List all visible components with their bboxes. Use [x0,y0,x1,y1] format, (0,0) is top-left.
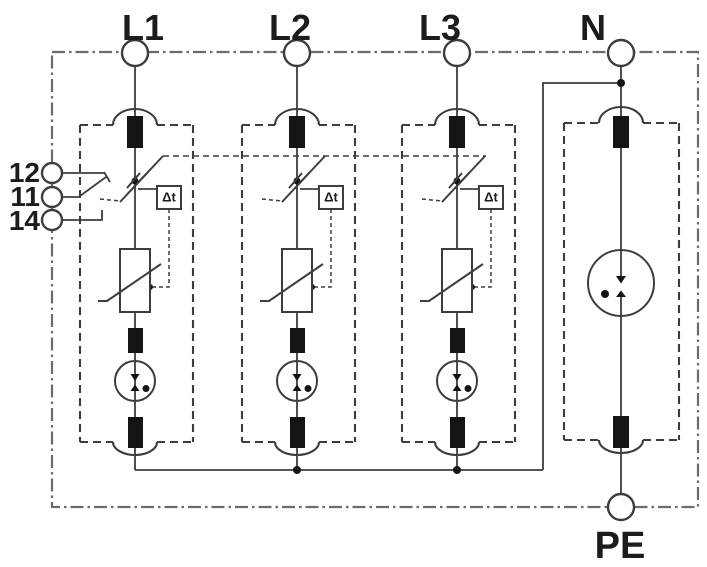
terminal-label-l2: L2 [269,7,311,48]
bus-junction-l2 [293,466,301,474]
terminal-pe [606,492,636,522]
contact-blade [79,176,107,197]
protection-module-l1 [78,64,195,472]
terminal-label-14: 14 [9,205,41,236]
contact-14-line [62,210,103,221]
terminal-l3 [442,38,472,68]
spark-gap-electrode-up [616,290,626,297]
terminal-label-n: N [580,7,606,48]
terminal-11 [40,185,64,209]
terminal-label-12: 12 [9,157,40,188]
terminal-label-11: 11 [10,181,40,212]
terminal-label-pe: PE [595,525,646,567]
terminal-n [606,38,636,68]
spark-gap-electrode-down [616,276,626,284]
remote-signalling-contact [62,171,111,221]
protection-module-l2 [240,64,357,472]
device-boundary [50,50,700,509]
terminal-l2 [282,38,312,68]
module-boundary [562,121,681,442]
n-junction-dot [617,79,625,87]
bus-junction-l3 [453,466,461,474]
terminal-12 [40,161,64,185]
n-link-line [542,82,621,470]
plug-contact-bottom [613,416,629,448]
spark-gap-dot [601,290,609,298]
n-pe-module [562,66,681,494]
terminal-label-l3: L3 [419,7,461,48]
plug-contact-top [613,116,629,148]
contact-12-tick [103,171,111,183]
terminal-14 [40,208,64,232]
terminal-label-l1: L1 [122,7,164,48]
terminal-l1 [120,38,150,68]
protection-module-l3 [400,64,517,472]
